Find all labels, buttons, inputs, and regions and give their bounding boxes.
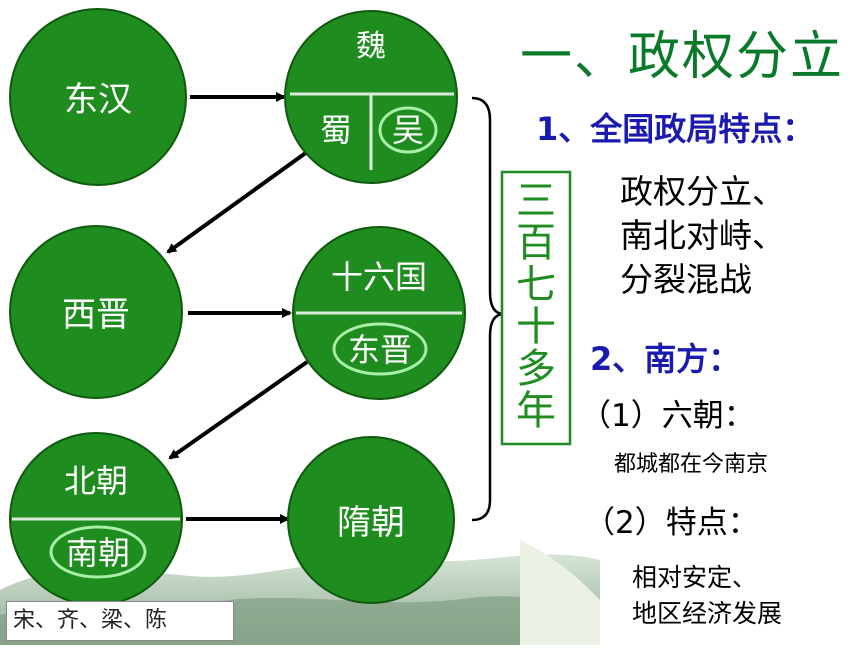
circle-donghan bbox=[9, 8, 187, 186]
label-xijin: 西晋 bbox=[62, 295, 130, 335]
footer-caption: 宋、齐、梁、陈 bbox=[6, 601, 234, 641]
feature-line: 分裂混战 bbox=[620, 260, 752, 299]
label-donghan: 东汉 bbox=[64, 80, 132, 120]
span-char: 多 bbox=[516, 346, 556, 392]
highlight-ring-dongjin bbox=[332, 322, 428, 376]
span-label-box bbox=[500, 170, 572, 446]
label-shiliuguo: 十六国 bbox=[331, 258, 427, 296]
label-dongjin: 东晋 bbox=[348, 331, 412, 369]
label-suichao: 隋朝 bbox=[337, 503, 405, 543]
span-label: 三 百 七 十 多 年 bbox=[516, 178, 556, 434]
label-beichao: 北朝 bbox=[64, 462, 128, 500]
item1-label: （1）六朝： bbox=[580, 398, 755, 434]
item2-line: 地区经济发展 bbox=[632, 599, 783, 628]
arrow-wei-to-xijin bbox=[166, 150, 309, 254]
item2-line: 相对安定、 bbox=[632, 563, 758, 592]
item1-text: 都城都在今南京 bbox=[614, 452, 769, 477]
span-char: 十 bbox=[516, 304, 556, 350]
span-char: 七 bbox=[516, 262, 556, 308]
label-shu: 蜀 bbox=[320, 111, 352, 149]
label-nanchao: 南朝 bbox=[66, 534, 130, 572]
item2-label: （2）特点： bbox=[584, 505, 759, 541]
label-wei: 魏 bbox=[356, 29, 386, 64]
circle-suichao bbox=[287, 436, 455, 604]
circle-xijin bbox=[9, 225, 183, 399]
heading-south: 2、南方： bbox=[590, 340, 741, 378]
arrow-shiliuguo-to-beichao bbox=[168, 360, 309, 460]
highlight-ring-wu bbox=[378, 106, 438, 154]
span-char: 年 bbox=[516, 388, 556, 434]
label-wu: 吴 bbox=[392, 111, 424, 149]
feature-line: 南北对峙、 bbox=[620, 216, 785, 255]
highlight-ring-nanchao bbox=[49, 525, 147, 579]
span-char: 三 bbox=[516, 178, 556, 224]
feature-line: 政权分立、 bbox=[620, 172, 785, 211]
page-title: 一、政权分立 bbox=[520, 27, 845, 87]
heading-political-features: 1、全国政局特点： bbox=[536, 110, 815, 148]
span-char: 百 bbox=[516, 220, 556, 266]
span-brace bbox=[471, 96, 505, 522]
